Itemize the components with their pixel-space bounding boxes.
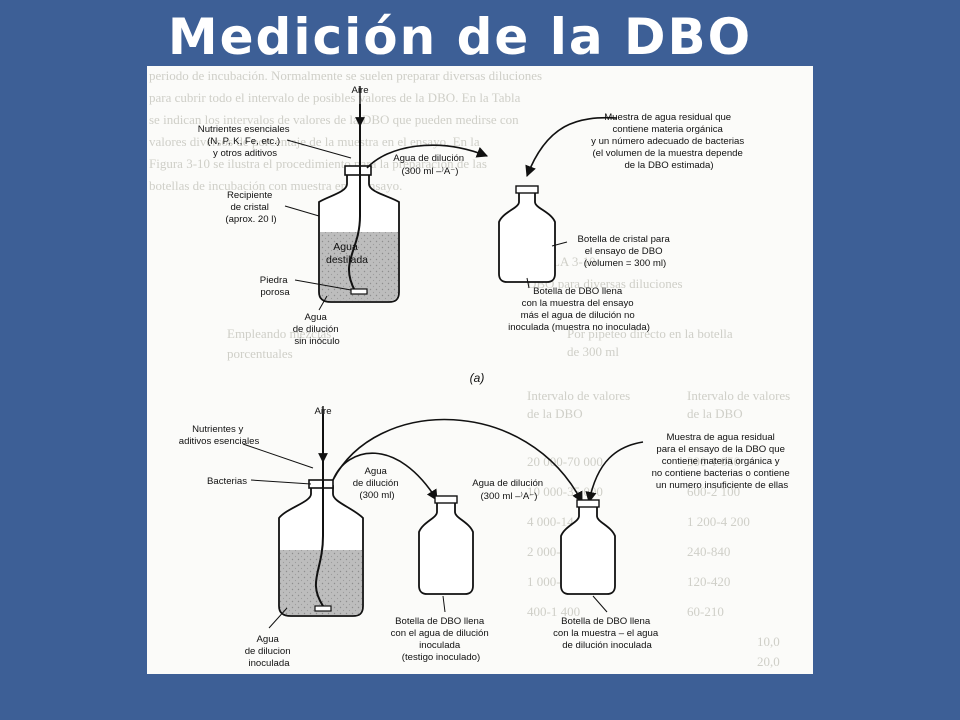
label-agua-dilucion-small-b: Agua de dilución (300 ml) — [353, 466, 402, 501]
stopper-b — [308, 479, 334, 489]
svg-text:300-1 050: 300-1 050 — [687, 454, 740, 469]
bod-bottle-sample — [560, 505, 616, 595]
svg-text:Intervalo de valores: Intervalo de valores — [527, 388, 630, 403]
svg-text:Empleando mezclas: Empleando mezclas — [227, 326, 331, 341]
label-aire-b: Aire — [314, 406, 331, 417]
svg-text:Intervalo de valores: Intervalo de valores — [687, 388, 790, 403]
sample-arrow-b — [585, 441, 644, 504]
svg-text:valores diversos de porcentaje: valores diversos de porcentaje de la mue… — [149, 134, 480, 149]
dilution-arrow-a — [366, 144, 489, 169]
svg-text:DBO para diversas diluciones: DBO para diversas diluciones — [527, 276, 683, 291]
svg-text:10,0: 10,0 — [757, 634, 780, 649]
svg-text:de la DBO: de la DBO — [687, 406, 743, 421]
svg-text:60-210: 60-210 — [687, 604, 724, 619]
dilution-arrow-b2 — [332, 418, 583, 503]
part-b: Aire Nutrientes y aditivos esenciales Ba… — [179, 406, 793, 669]
label-muestra-a: Muestra de agua residual que contiene ma… — [591, 112, 747, 171]
svg-text:Por pipeteo directo en la bote: Por pipeteo directo en la botella — [567, 326, 733, 341]
bod-diagram: periodo de incubación. Normalmente se su… — [149, 68, 793, 669]
svg-text:Figura 3-10 se ilustra el proc: Figura 3-10 se ilustra el procedimiento … — [149, 156, 487, 171]
air-tube-b — [314, 414, 324, 607]
svg-text:para cubrir todo el intervalo: para cubrir todo el intervalo de posible… — [149, 90, 521, 105]
label-botella-muestra-b: Botella de DBO llena con la muestra – el… — [553, 616, 661, 651]
label-nutrientes-a: Nutrientes esenciales (N, P, K, Fe, etc.… — [198, 124, 292, 159]
label-part-a: (a) — [470, 371, 485, 385]
label-agua-dilucion-b: Agua de dilución (300 ml –⁾A⁻) — [472, 478, 546, 502]
svg-text:porcentuales: porcentuales — [227, 346, 293, 361]
label-agua-sin-inoculo-a: Agua de dilución sin inóculo — [293, 312, 342, 347]
figure-panel: periodo de incubación. Normalmente se su… — [147, 66, 813, 674]
label-agua-dilucion-a: Agua de dilución (300 ml –⁾A⁻) — [393, 153, 467, 177]
bod-bottle-control — [418, 501, 474, 595]
label-bacterias-b: Bacterias — [207, 476, 247, 487]
svg-text:se indican los intervalos de v: se indican los intervalos de valores de … — [149, 112, 519, 127]
svg-text:periodo de incubación. Normalm: periodo de incubación. Normalmente se su… — [149, 68, 542, 83]
svg-text:120-420: 120-420 — [687, 574, 730, 589]
svg-text:1 200-4 200: 1 200-4 200 — [687, 514, 750, 529]
sample-arrow-a — [525, 116, 618, 178]
stone-b — [314, 605, 332, 612]
bod-bottle-a — [498, 191, 556, 283]
svg-text:de 300 ml: de 300 ml — [567, 344, 619, 359]
water-a — [320, 232, 398, 301]
part-a: Aire Nutrientes esenciales (N, P, K, Fe,… — [198, 85, 747, 385]
air-tube-a — [348, 104, 361, 292]
bottle-stopper-sample — [576, 499, 600, 508]
svg-text:10 000-35 000: 10 000-35 000 — [527, 484, 603, 499]
slide-title: Medición de la DBO — [167, 8, 753, 66]
label-nutrientes-b: Nutrientes y aditivos esenciales — [179, 424, 260, 447]
svg-text:botellas de incubación con mue: botellas de incubación con muestra en el… — [149, 178, 402, 193]
label-recipiente-a: Recipiente de cristal (aprox. 20 l) — [225, 190, 276, 225]
label-agua-destilada-a: Agua destilada — [326, 241, 368, 266]
label-piedra-a: Piedra porosa — [260, 275, 291, 298]
svg-text:600-2 100: 600-2 100 — [687, 484, 740, 499]
svg-text:20 000-70 000: 20 000-70 000 — [527, 454, 603, 469]
svg-text:20,0: 20,0 — [757, 654, 780, 669]
label-botella-testigo-b: Botella de DBO llena con el agua de dilu… — [391, 616, 492, 663]
svg-text:240-840: 240-840 — [687, 544, 730, 559]
bottle-stopper-a — [515, 185, 539, 194]
svg-text:400-1 400: 400-1 400 — [527, 604, 580, 619]
svg-text:de la DBO: de la DBO — [527, 406, 583, 421]
bottle-stopper-control — [434, 495, 458, 504]
label-aire-a: Aire — [351, 85, 368, 96]
stone-a — [350, 288, 368, 295]
label-agua-inoculada-b: Agua de dilucion inoculada — [245, 634, 294, 669]
label-botella-llena-a: Botella de DBO llena con la muestra del … — [508, 286, 650, 333]
stopper-a — [344, 165, 372, 176]
label-muestra-b: Muestra de agua residual para el ensayo … — [652, 432, 793, 491]
label-botella-cristal-a: Botella de cristal para el ensayo de DBO… — [578, 234, 673, 269]
water-b — [280, 550, 362, 615]
